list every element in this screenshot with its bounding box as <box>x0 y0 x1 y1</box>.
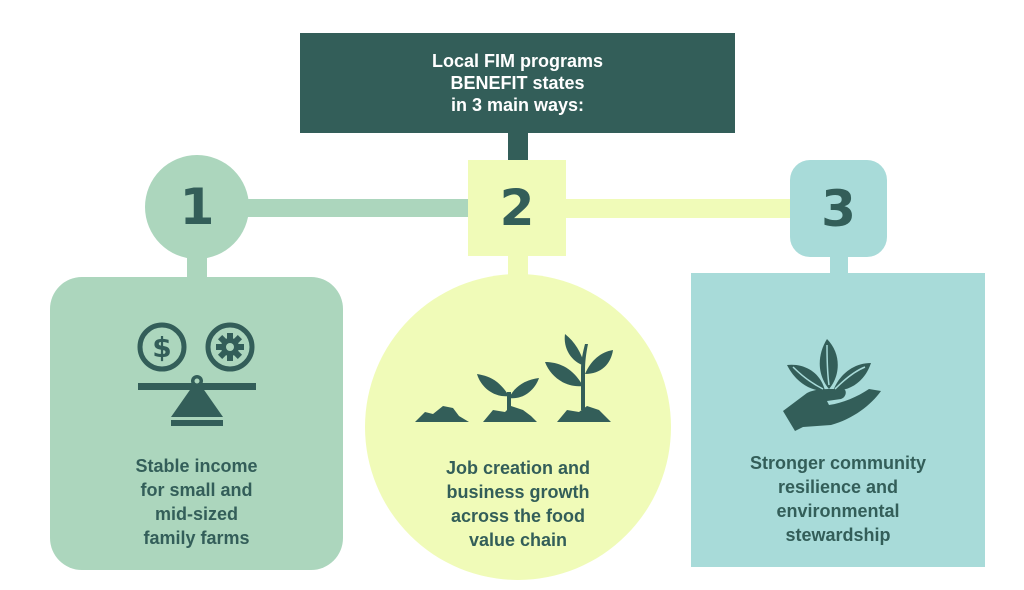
caption-line: stewardship <box>785 525 891 545</box>
header-line: in 3 main ways: <box>450 95 585 115</box>
badge-stem-3 <box>830 255 848 275</box>
caption-line: resilience and <box>777 477 899 497</box>
benefit-caption-2: Job creation and business growth across … <box>365 456 671 552</box>
number-2: 2 <box>499 179 535 237</box>
number-badge-3: 3 <box>790 160 887 257</box>
caption-line: Stable income <box>135 456 258 476</box>
hand-holding-plant-icon <box>783 339 881 431</box>
caption-line: Stronger community <box>749 453 927 473</box>
number-3: 3 <box>821 179 856 238</box>
badge-stem-2 <box>508 255 528 280</box>
benefit-panel-1: $ Stable income for small and mid-sized … <box>50 277 343 570</box>
number-1: 1 <box>179 178 215 236</box>
benefit-caption-1: Stable income for small and mid-sized fa… <box>50 454 343 550</box>
benefit-caption-3: Stronger community resilience and enviro… <box>691 451 985 547</box>
caption-line: for small and <box>140 480 253 500</box>
caption-line: business growth <box>446 482 590 502</box>
caption-line: family farms <box>143 528 250 548</box>
caption-line: mid-sized <box>154 504 238 524</box>
caption-line: environmental <box>776 501 900 521</box>
balance-scale-money-gear-icon: $ <box>137 322 256 426</box>
caption-line: value chain <box>468 530 568 550</box>
header-connector <box>508 133 528 163</box>
benefit-panel-3: Stronger community resilience and enviro… <box>691 273 985 567</box>
growing-plants-icon <box>415 334 613 422</box>
badge-stem-1 <box>187 255 207 280</box>
header-line: Local FIM programs <box>431 51 604 71</box>
number-badge-2: 2 <box>468 160 566 256</box>
header-title-box: Local FIM programs BENEFIT states in 3 m… <box>300 33 735 133</box>
number-badge-1: 1 <box>145 155 249 259</box>
benefit-panel-2: Job creation and business growth across … <box>365 274 671 580</box>
caption-line: Job creation and <box>445 458 591 478</box>
connector-1-2 <box>240 199 470 217</box>
connector-2-3 <box>560 199 795 218</box>
svg-text:$: $ <box>152 331 171 364</box>
header-line: BENEFIT states <box>450 73 585 93</box>
caption-line: across the food <box>450 506 586 526</box>
